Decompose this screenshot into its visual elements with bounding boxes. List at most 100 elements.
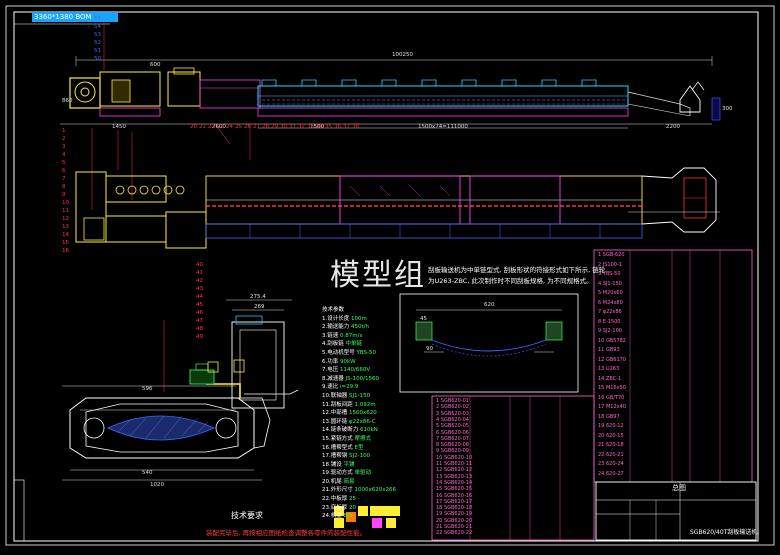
dim-height-left: 860 <box>62 98 73 104</box>
balloon-number: 37 <box>343 124 350 130</box>
dim-cross-width2: 596 <box>142 386 153 392</box>
balloon-number: 35 <box>325 124 332 130</box>
parts-list-row: 16 GB/T70 <box>598 394 625 401</box>
parts-list-row: 10 GB5782 <box>598 337 626 344</box>
spec-value: 0.87m/s <box>338 332 363 339</box>
parts-list-row: 19 SGB620-19 <box>436 511 473 518</box>
balloon-number: 45 <box>196 302 203 308</box>
parts-list-row: 3 YBS-50 <box>598 271 621 277</box>
dim-section-width: 600 <box>150 62 161 68</box>
balloon-number: 34 <box>316 124 323 130</box>
spec-key: 10.联轴器 <box>322 392 348 399</box>
spec-value: i=29.9 <box>338 384 359 391</box>
parts-list-row: 15 SGB620-15 <box>436 486 473 493</box>
parts-list-row: 6 M24x80 <box>598 299 623 306</box>
parts-list-row: 23 620-24 <box>598 461 624 467</box>
spec-row: 23.底板厚 20 <box>322 504 400 513</box>
spec-row: 17.槽帮钢 SJ2-100 <box>322 452 400 461</box>
spec-key: 8.减速器 <box>322 375 344 382</box>
balloon-number: 41 <box>196 270 203 276</box>
parts-list-row: 14 SGB620-14 <box>436 479 473 486</box>
spec-key: 16.槽帮型式 <box>322 444 353 451</box>
parts-list-row: 8 E-1500 <box>598 318 621 325</box>
spec-key: 1.设计长度 <box>322 315 350 322</box>
balloon-number: 11 <box>62 208 69 214</box>
parts-list-row: 2 SGB620-02 <box>436 404 469 411</box>
balloon-leaders <box>91 22 251 210</box>
side-elevation-view <box>60 56 721 129</box>
balloon-number: 33 <box>307 124 314 130</box>
balloon-number: 22 <box>208 124 215 130</box>
spec-key: 20.机尾 <box>322 478 342 485</box>
parts-list-row: 13 SGB620-13 <box>436 473 473 480</box>
balloon-number: 30 <box>280 124 287 130</box>
spec-row: 8.减速器 JS-100/1560 <box>322 375 400 384</box>
balloon-number: 29 <box>271 124 278 130</box>
balloon-number: 7 <box>62 176 66 182</box>
balloon-number: 36 <box>334 124 341 130</box>
spec-row: 9.速比 i=29.9 <box>322 383 400 392</box>
parts-list-row: 22 620-21 <box>598 451 624 458</box>
spec-value: 摩擦式 <box>352 435 371 442</box>
balloon-number: 15 <box>62 240 69 246</box>
title-block-title: 总图 <box>672 484 686 492</box>
spec-value: 1140/660V <box>338 367 371 374</box>
parts-list-row: 12 SGB620-12 <box>436 467 473 474</box>
spec-key: 3.链速 <box>322 332 339 339</box>
spec-row: 12.中部槽 1500x620 <box>322 409 400 418</box>
spec-value: 1000x620x266 <box>352 487 397 494</box>
spec-row: 18.铺设 平铺 <box>322 461 400 470</box>
balloon-number: 26 <box>244 124 251 130</box>
spec-key: 17.槽帮钢 <box>322 453 348 460</box>
spec-value: 80t <box>341 513 353 520</box>
balloon-number: 9 <box>62 192 66 198</box>
parts-list-row: 12 GB6170 <box>598 356 626 363</box>
dim-overall-length: 100250 <box>392 52 413 58</box>
spec-row: 5.电动机型号 YBS-50 <box>322 349 400 358</box>
spec-title: 技术参数 <box>322 307 345 313</box>
spec-value: JS-100/1560 <box>343 375 379 382</box>
spec-key: 9.速比 <box>322 384 339 391</box>
balloon-number: 1 <box>62 128 66 134</box>
dim-drive-length: 2600 <box>212 124 226 130</box>
parts-list-row: 4 SGB620-04 <box>436 416 469 423</box>
plan-view <box>75 167 720 249</box>
dim-head-length: 1450 <box>112 124 126 130</box>
parts-list-row: 19 620-12 <box>598 423 624 429</box>
spec-value: 1500x620 <box>347 410 377 417</box>
spec-value: 简易 <box>341 478 355 485</box>
spec-row: 21.外形尺寸 1000x620x266 <box>322 486 400 495</box>
balloon-number: 24 <box>226 124 233 130</box>
parts-list-row: 1 SGB620-01 <box>436 398 469 404</box>
parts-list-row: 20 SGB620-20 <box>436 517 473 524</box>
balloon-number: 31 <box>289 124 296 130</box>
spec-key: 12.中部槽 <box>322 410 348 417</box>
parts-list-row: 6 SGB620-06 <box>436 429 469 436</box>
parts-list-row: 3 SGB620-03 <box>436 410 469 417</box>
parts-list-row: 18 GB97 <box>598 413 620 420</box>
balloon-number: 28 <box>262 124 269 130</box>
parts-list-row: 18 SGB620-18 <box>436 505 473 512</box>
balloon-number: 52 <box>94 40 101 46</box>
parts-list-row: 5 M20x60 <box>598 290 623 296</box>
parts-list-row: 1 SGB-620 <box>598 252 625 258</box>
balloon-number: 6 <box>62 168 66 174</box>
balloon-number: 5 <box>62 160 66 166</box>
watermark-text: 模型组 <box>330 258 426 293</box>
spec-row: 15.紧链方式 摩擦式 <box>322 435 400 444</box>
balloon-number: 46 <box>196 310 203 316</box>
balloon-number: 20 <box>190 124 197 130</box>
spec-row: 6.功率 90kW <box>322 358 400 367</box>
balloon-number: 14 <box>62 232 69 238</box>
trough-section-detail <box>399 293 579 393</box>
parts-list-row: 15 M16x50 <box>598 385 626 391</box>
spec-value: YBS-50 <box>354 349 377 356</box>
parts-list-row: 7 φ22x86 <box>598 309 622 315</box>
spec-row: 19.驱动方式 单驱动 <box>322 469 400 478</box>
balloon-number: 21 <box>199 124 206 130</box>
parts-list-row: 14 ZBC-1 <box>598 375 622 382</box>
balloon-number: 55 <box>94 16 101 22</box>
